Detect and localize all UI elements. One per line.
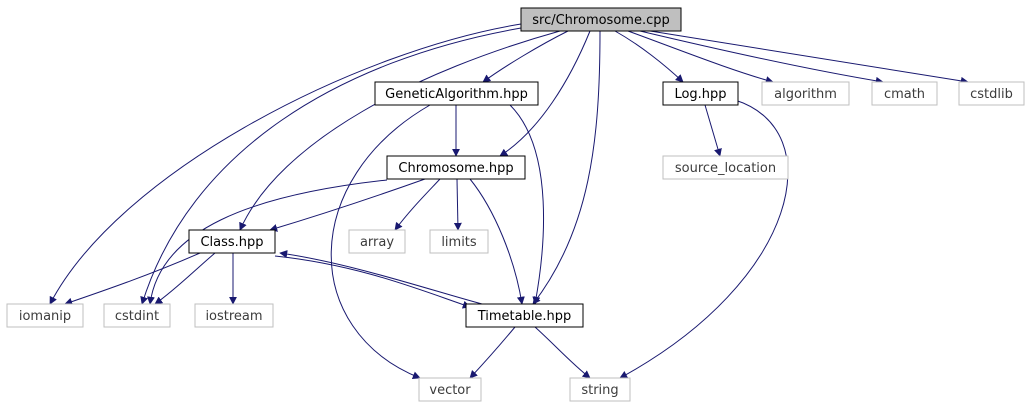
- node-timetable-hpp[interactable]: Timetable.hpp: [465, 303, 584, 328]
- node-box: [103, 303, 171, 328]
- node-chromosome-cpp[interactable]: src/Chromosome.cpp: [520, 7, 682, 32]
- node-box: [386, 155, 526, 180]
- edge-chromosome-cpp-to-algorithm: [627, 30, 774, 84]
- node-label: Timetable.hpp: [477, 309, 572, 324]
- node-label: cmath: [884, 87, 925, 102]
- node-label: cstdlib: [970, 87, 1013, 102]
- edge-chromosome-cpp-to-genetic-algorithm-hpp: [482, 30, 569, 83]
- edge-chromosome-hpp-to-class-hpp: [269, 178, 426, 232]
- node-box: [6, 303, 84, 328]
- node-limits: limits: [429, 229, 489, 254]
- node-label: string: [581, 383, 618, 398]
- node-class-hpp[interactable]: Class.hpp: [188, 229, 276, 254]
- node-chromosome-hpp[interactable]: Chromosome.hpp: [386, 155, 526, 180]
- node-box: [662, 81, 739, 106]
- node-iomanip: iomanip: [6, 303, 84, 328]
- edge-chromosome-cpp-to-chromosome-hpp: [499, 30, 591, 157]
- node-box: [871, 81, 938, 106]
- node-iostream: iostream: [194, 303, 274, 328]
- edge-class-hpp-to-cstdint: [154, 252, 216, 305]
- node-label: src/Chromosome.cpp: [532, 13, 669, 28]
- node-array: array: [348, 229, 406, 254]
- node-string: string: [569, 377, 631, 402]
- node-log-hpp[interactable]: Log.hpp: [662, 81, 739, 106]
- node-box: [194, 303, 274, 328]
- node-cstdlib: cstdlib: [958, 81, 1025, 106]
- edge-class-hpp-to-iomanip: [64, 252, 201, 306]
- edge-genetic-algorithm-hpp-to-timetable-hpp: [509, 104, 544, 305]
- node-label: Chromosome.hpp: [398, 161, 513, 176]
- node-label: iomanip: [19, 309, 71, 324]
- node-box: [348, 229, 406, 254]
- edge-chromosome-hpp-to-limits: [453, 178, 462, 231]
- node-box: [429, 229, 489, 254]
- edge-class-hpp-to-timetable-hpp: [274, 255, 471, 309]
- node-box: [958, 81, 1025, 106]
- node-box: [761, 81, 850, 106]
- edge-chromosome-cpp-to-log-hpp: [614, 30, 684, 83]
- edge-chromosome-cpp-to-cstdint: [140, 27, 522, 305]
- edge-chromosome-cpp-to-cmath: [639, 30, 884, 85]
- node-box: [569, 377, 631, 402]
- edge-chromosome-hpp-to-cstdint: [147, 179, 388, 305]
- node-box: [418, 377, 482, 402]
- edge-log-hpp-to-string: [619, 99, 789, 379]
- edge-timetable-hpp-to-vector: [469, 326, 516, 379]
- node-label: source_location: [675, 161, 776, 176]
- edge-genetic-algorithm-hpp-to-vector: [330, 104, 431, 380]
- node-vector: vector: [418, 377, 482, 402]
- edge-timetable-hpp-to-class-hpp: [279, 250, 483, 305]
- node-label: array: [360, 235, 394, 250]
- node-label: algorithm: [774, 87, 837, 102]
- node-label: vector: [429, 383, 471, 398]
- node-box: [520, 7, 682, 32]
- edge-chromosome-cpp-to-class-hpp: [239, 30, 561, 231]
- edge-chromosome-cpp-to-timetable-hpp: [532, 30, 601, 305]
- node-label: Log.hpp: [674, 87, 726, 102]
- node-label: GeneticAlgorithm.hpp: [385, 87, 528, 102]
- node-label: limits: [441, 235, 477, 250]
- edge-chromosome-hpp-to-array: [394, 178, 441, 231]
- edge-log-hpp-to-source-location: [704, 104, 722, 157]
- node-cmath: cmath: [871, 81, 938, 106]
- node-box: [374, 81, 539, 106]
- node-label: cstdint: [115, 309, 159, 324]
- node-label: Class.hpp: [200, 235, 263, 250]
- node-box: [465, 303, 584, 328]
- edges-layer: [49, 23, 969, 380]
- node-label: iostream: [205, 309, 262, 324]
- node-genetic-algorithm-hpp[interactable]: GeneticAlgorithm.hpp: [374, 81, 539, 106]
- node-box: [188, 229, 276, 254]
- edge-chromosome-cpp-to-iomanip: [49, 23, 522, 305]
- edge-chromosome-cpp-to-cstdlib: [649, 30, 969, 85]
- edge-timetable-hpp-to-string: [534, 326, 591, 379]
- node-box: [662, 155, 789, 180]
- edge-chromosome-hpp-to-timetable-hpp: [469, 178, 525, 305]
- node-source-location: source_location: [662, 155, 789, 180]
- node-algorithm: algorithm: [761, 81, 850, 106]
- node-cstdint: cstdint: [103, 303, 171, 328]
